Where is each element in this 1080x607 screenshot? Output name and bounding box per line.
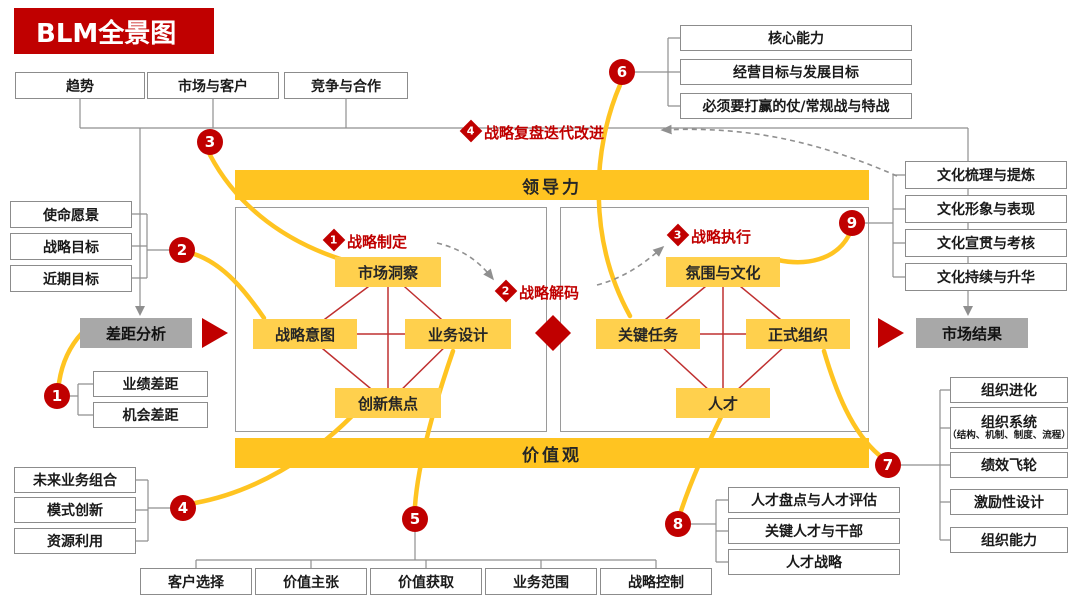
box-business-scope: 业务范围 bbox=[485, 568, 597, 595]
badge-7: 7 bbox=[875, 452, 901, 478]
box-market-insight: 市场洞察 bbox=[335, 257, 441, 287]
org-system-label: 组织系统 bbox=[981, 414, 1037, 431]
box-trends: 趋势 bbox=[15, 72, 145, 99]
badge-3: 3 bbox=[197, 129, 223, 155]
box-org-system: 组织系统 （结构、机制、制度、流程） bbox=[947, 407, 1071, 449]
badge-1: 1 bbox=[44, 383, 70, 409]
box-market-customers: 市场与客户 bbox=[147, 72, 279, 99]
box-key-tasks: 关键任务 bbox=[596, 319, 700, 349]
box-opportunity-gap: 机会差距 bbox=[93, 402, 208, 428]
box-climate-culture: 氛围与文化 bbox=[666, 257, 780, 287]
box-gap-analysis: 差距分析 bbox=[80, 318, 192, 348]
box-operating-development-goals: 经营目标与发展目标 bbox=[680, 59, 912, 85]
phase-1-number: 1 bbox=[330, 233, 338, 247]
box-must-win-battles: 必须要打赢的仗/常规战与特战 bbox=[680, 93, 912, 119]
red-arrow-after-gap-analysis bbox=[202, 318, 228, 348]
box-culture-image: 文化形象与表现 bbox=[905, 195, 1067, 223]
box-performance-gap: 业绩差距 bbox=[93, 371, 208, 397]
org-system-sublabel: （结构、机制、制度、流程） bbox=[947, 429, 1071, 441]
down-arrow-into-gap-analysis bbox=[135, 306, 145, 316]
box-talent: 人才 bbox=[676, 388, 770, 418]
red-arrow-before-market-result bbox=[878, 318, 904, 348]
box-value-capture: 价值获取 bbox=[370, 568, 482, 595]
box-core-capability: 核心能力 bbox=[680, 25, 912, 51]
box-incentive-design: 激励性设计 bbox=[950, 489, 1068, 515]
badge-4: 4 bbox=[170, 495, 196, 521]
box-near-term-goal: 近期目标 bbox=[10, 265, 132, 292]
down-arrow-into-market-result bbox=[963, 306, 973, 316]
leadership-bar: 领导力 bbox=[235, 170, 869, 200]
box-resource-utilization: 资源利用 bbox=[14, 528, 136, 554]
box-strategic-control: 战略控制 bbox=[600, 568, 712, 595]
badge-5: 5 bbox=[402, 506, 428, 532]
badge-8: 8 bbox=[665, 511, 691, 537]
box-mission-vision: 使命愿景 bbox=[10, 201, 132, 228]
box-culture-sublimation: 文化持续与升华 bbox=[905, 263, 1067, 291]
phase-4-label: 战略复盘迭代改进 bbox=[484, 124, 605, 142]
box-competition-cooperation: 竞争与合作 bbox=[284, 72, 408, 99]
box-performance-flywheel: 绩效飞轮 bbox=[950, 452, 1068, 478]
badge-6: 6 bbox=[609, 59, 635, 85]
values-bar: 价值观 bbox=[235, 438, 869, 468]
box-talent-strategy: 人才战略 bbox=[728, 549, 900, 575]
box-market-result: 市场结果 bbox=[916, 318, 1028, 348]
dashed-arrow-review-loop bbox=[660, 124, 898, 177]
box-key-talent-cadres: 关键人才与干部 bbox=[728, 518, 900, 544]
box-value-proposition: 价值主张 bbox=[255, 568, 367, 595]
badge-2: 2 bbox=[169, 237, 195, 263]
badge-9: 9 bbox=[839, 210, 865, 236]
box-model-innovation: 模式创新 bbox=[14, 497, 136, 523]
phase-2-label: 战略解码 bbox=[519, 284, 580, 302]
box-talent-inventory: 人才盘点与人才评估 bbox=[728, 487, 900, 513]
box-innovation-focus: 创新焦点 bbox=[335, 388, 441, 418]
box-customer-selection: 客户选择 bbox=[140, 568, 252, 595]
phase-3-number: 3 bbox=[674, 228, 682, 242]
phase-3-label: 战略执行 bbox=[691, 228, 752, 246]
box-culture-refine: 文化梳理与提炼 bbox=[905, 161, 1067, 189]
phase-1-label: 战略制定 bbox=[347, 233, 408, 251]
box-strategic-intent: 战略意图 bbox=[253, 319, 357, 349]
box-culture-assessment: 文化宣贯与考核 bbox=[905, 229, 1067, 257]
box-strategic-goal: 战略目标 bbox=[10, 233, 132, 260]
box-org-evolution: 组织进化 bbox=[950, 377, 1068, 403]
page-title: BLM全景图 bbox=[14, 8, 214, 54]
phase-2-number: 2 bbox=[502, 284, 510, 298]
phase-4-number: 4 bbox=[467, 124, 475, 138]
box-future-portfolio: 未来业务组合 bbox=[14, 467, 136, 493]
phase-4-marker: 4 bbox=[459, 119, 483, 143]
box-formal-organization: 正式组织 bbox=[746, 319, 850, 349]
box-org-capability: 组织能力 bbox=[950, 527, 1068, 553]
box-business-design: 业务设计 bbox=[405, 319, 511, 349]
